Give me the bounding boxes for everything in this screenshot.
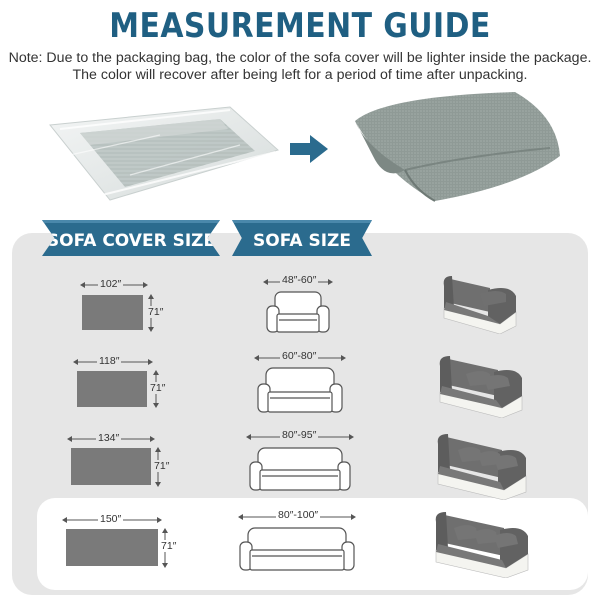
arrow-right-icon [290, 135, 328, 163]
cover-width-label: 102″ [98, 278, 124, 290]
sofa-size-label: SOFA SIZE [232, 220, 372, 256]
sofa-width-label: 60″-80″ [280, 350, 319, 362]
cover-height-label: 71″ [154, 460, 170, 472]
note-line-1: Note: Due to the packaging bag, the colo… [8, 50, 592, 66]
cover-width-label: 150″ [98, 513, 124, 525]
cover-swatch [82, 295, 143, 330]
cover-swatch [66, 529, 158, 566]
covered-sofa-icon [435, 512, 529, 578]
sofa-width-label: 48″-60″ [280, 274, 319, 286]
cover-swatch [77, 371, 147, 407]
cover-width-label: 118″ [97, 355, 122, 367]
page-title: MEASUREMENT GUIDE [109, 6, 491, 46]
sofa-outline-icon [249, 447, 351, 491]
cover-width-dimension: 102″ [80, 278, 148, 292]
sofa-outline-icon [257, 367, 343, 413]
cover-swatch [71, 448, 151, 485]
cover-width-label: 134″ [96, 432, 122, 444]
packaged-cover-icon [49, 106, 279, 201]
cover-height-label: 71″ [161, 540, 177, 552]
cover-height-label: 71″ [148, 306, 164, 318]
sofa-cover-size-label: SOFA COVER SIZE [42, 220, 220, 256]
covered-sofa-icon [439, 356, 523, 418]
sofa-width-label: 80″-95″ [280, 429, 319, 441]
note-line-2: The color will recover after being left … [72, 67, 528, 83]
unpacked-cover-icon [355, 92, 560, 202]
cover-height-label: 71″ [150, 382, 166, 394]
sofa-outline-icon [266, 291, 330, 333]
covered-sofa-icon [443, 276, 517, 334]
sofa-width-label: 80″-100″ [276, 509, 321, 521]
sofa-outline-icon [239, 527, 355, 571]
covered-sofa-icon [437, 434, 527, 500]
